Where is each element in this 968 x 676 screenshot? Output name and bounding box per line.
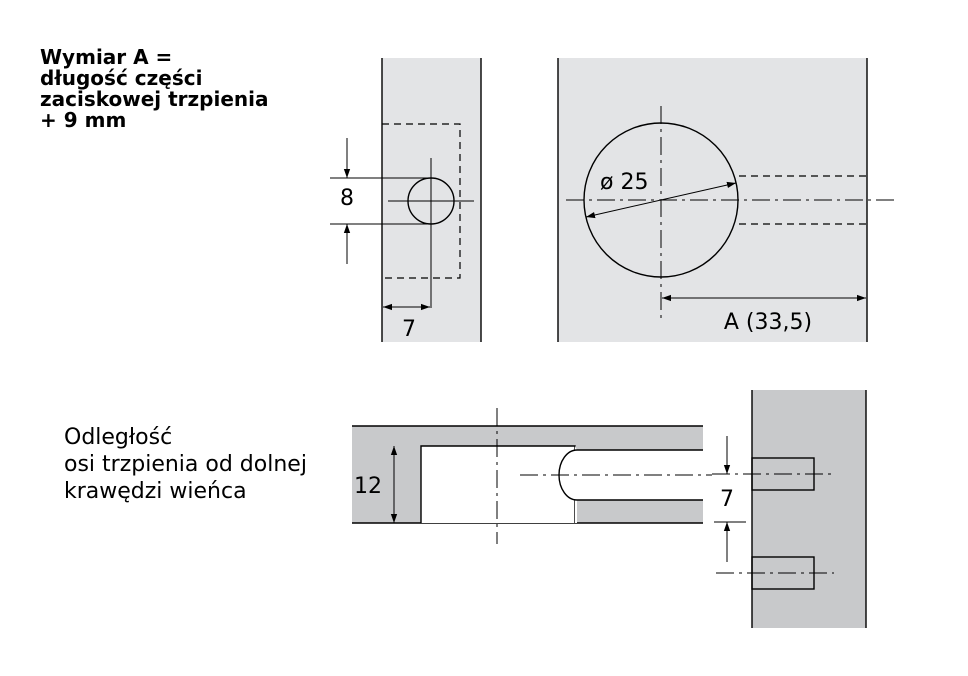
dim-8-label: 8 [340, 186, 354, 211]
side-panel-view: 8 7 [330, 58, 482, 342]
diameter-label: ø 25 [600, 170, 648, 195]
diameter-line [585, 181, 737, 219]
dim-7-vertical-label: 7 [720, 487, 734, 512]
pin-panel-view: 7 [712, 390, 867, 628]
length-a-label: A (33,5) [724, 310, 812, 335]
dimension-a-note-line-1: Wymiar A = [40, 45, 173, 69]
dim-7-horizontal-label: 7 [402, 317, 416, 342]
bore-panel-view: ø 25 A (33,5) [557, 58, 898, 342]
hidden-outline [382, 123, 461, 279]
bore-cavity [421, 446, 575, 523]
dimension-a-note-line-2: długość części [40, 66, 203, 90]
dimension-a-note-line-4: + 9 mm [40, 108, 127, 132]
axis-distance-note-line-1: Odległość [64, 425, 173, 450]
axis-distance-note-line-3: krawędzi wieńca [64, 479, 247, 504]
axis-distance-note-line-2: osi trzpienia od dolnej [64, 452, 307, 477]
section-view: 12 [352, 408, 712, 544]
dimension-a-note-line-3: zaciskowej trzpienia [40, 87, 269, 111]
pin-panel [752, 390, 866, 628]
dim-12-label: 12 [354, 474, 382, 499]
axis-distance-note: Odległość osi trzpienia od dolnej krawęd… [64, 424, 307, 505]
dimension-a-note: Wymiar A = długość części zaciskowej trz… [40, 47, 269, 131]
channel-fill [575, 446, 703, 523]
